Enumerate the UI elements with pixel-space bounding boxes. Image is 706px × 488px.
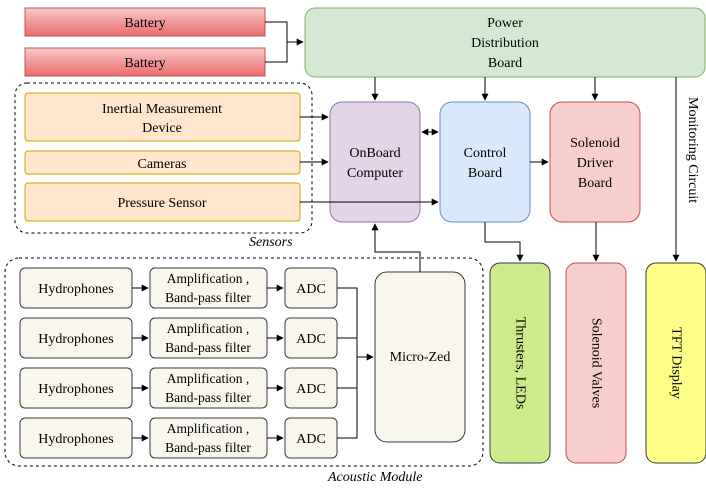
adc-bus-lines	[337, 287, 358, 439]
battery-2-label: Battery	[124, 56, 165, 71]
amplification-label-1: Amplification ,	[167, 371, 249, 386]
onboard-computer-label-1: OnBoard	[349, 146, 400, 161]
power-distribution-label-3: Board	[488, 56, 522, 71]
amplification-label-1: Amplification ,	[167, 271, 249, 286]
acoustic-row-4: Hydrophones Amplification , Band-pass fi…	[19, 417, 338, 459]
imu-label-1: Inertial Measurement	[102, 102, 222, 117]
hydrophones-label: Hydrophones	[38, 432, 113, 447]
battery-connector	[265, 21, 303, 63]
battery-1-label: Battery	[124, 16, 165, 31]
solenoid-valves-box	[565, 262, 627, 464]
hydrophones-label: Hydrophones	[38, 282, 113, 297]
micro-zed-label: Micro-Zed	[390, 350, 451, 365]
imu-label-2: Device	[142, 121, 182, 136]
adc-label: ADC	[296, 382, 326, 397]
amplification-label-1: Amplification ,	[167, 421, 249, 436]
solenoid-driver-box	[549, 101, 641, 223]
acoustic-group	[4, 257, 484, 467]
control-board-label-1: Control	[464, 146, 507, 161]
amplification-label-2: Band-pass filter	[165, 290, 251, 305]
acoustic-row-2: Hydrophones Amplification , Band-pass fi…	[19, 317, 338, 359]
monitoring-circuit-label: Monitoring Circuit	[685, 97, 700, 203]
amplification-label-2: Band-pass filter	[165, 390, 251, 405]
power-distribution-label-1: Power	[487, 16, 523, 31]
microzed-to-computer-arrow	[371, 223, 421, 272]
control-board-label-2: Board	[468, 166, 502, 181]
amplification-label-2: Band-pass filter	[165, 440, 251, 455]
hydrophones-label: Hydrophones	[38, 382, 113, 397]
control-board-box	[439, 101, 531, 223]
control-to-thrusters-arrow	[484, 222, 524, 262]
battery-2-box	[24, 47, 266, 77]
onboard-computer-label-2: Computer	[347, 166, 403, 181]
solenoid-driver-label-1: Solenoid	[570, 136, 620, 151]
power-distribution-label-2: Distribution	[471, 36, 539, 51]
tft-display-label: TFT Display	[669, 327, 684, 399]
thrusters-label: Thrusters, LEDs	[513, 317, 528, 410]
solenoid-valves-label: Solenoid Valves	[589, 318, 604, 408]
solenoid-driver-label-3: Board	[578, 176, 612, 191]
acoustic-row-1: Hydrophones Amplification , Band-pass fi…	[19, 267, 338, 309]
sensors-group	[14, 82, 313, 234]
amplification-label-1: Amplification ,	[167, 321, 249, 336]
adc-label: ADC	[296, 282, 326, 297]
tft-display-box	[645, 262, 706, 464]
acoustic-row-3: Hydrophones Amplification , Band-pass fi…	[19, 367, 338, 409]
amplification-label-2: Band-pass filter	[165, 340, 251, 355]
pressure-sensor-label: Pressure Sensor	[117, 196, 206, 211]
adc-label: ADC	[296, 332, 326, 347]
sensors-group-label: Sensors	[249, 235, 293, 250]
cameras-label: Cameras	[138, 157, 187, 172]
acoustic-group-label: Acoustic Module	[327, 470, 422, 485]
onboard-computer-box	[329, 101, 421, 223]
thrusters-box	[489, 262, 551, 464]
adc-label: ADC	[296, 432, 326, 447]
solenoid-driver-label-2: Driver	[577, 156, 614, 171]
hydrophones-label: Hydrophones	[38, 332, 113, 347]
